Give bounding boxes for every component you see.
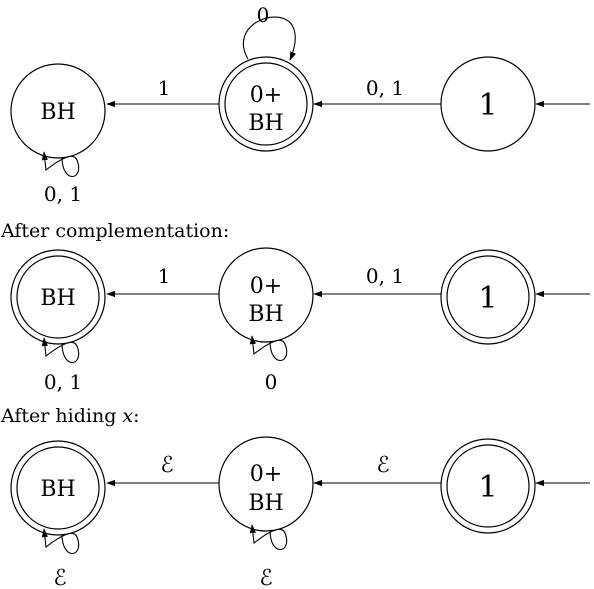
loop-left: [41, 151, 80, 177]
state-zero-plus-bh: [218, 436, 314, 532]
state-zero-plus-bh-label-line1: 0+: [250, 462, 282, 487]
loop-left-label: ℰ: [53, 566, 66, 589]
state-one-label: 1: [478, 88, 497, 123]
state-zero-plus-bh-label-line2: BH: [248, 491, 283, 516]
loop-middle: [242, 16, 297, 61]
state-zero-plus-bh-label-line1: 0+: [250, 83, 282, 108]
state-bh-label: BH: [40, 286, 75, 311]
edge-middle-to-left-label: ℰ: [160, 453, 173, 478]
loop-middle: [249, 524, 288, 550]
loop-left-label: 0, 1: [44, 182, 82, 206]
caption-hiding-suffix: :: [133, 405, 139, 427]
state-one-inner: [446, 444, 530, 528]
state-zero-plus-bh-inner: [224, 62, 308, 146]
caption-complementation: After complementation:: [0, 220, 229, 242]
caption-hiding-prefix: After hiding: [0, 405, 122, 427]
loop-middle: [249, 335, 288, 361]
edge-middle-to-left-label: 1: [158, 264, 171, 288]
section-complemented-automaton: After complementation: BH 0+ BH 1 0, 1 1…: [0, 220, 590, 394]
edge-right-to-middle-label: ℰ: [376, 453, 389, 478]
edge-right-to-middle-label: 0, 1: [366, 264, 404, 288]
state-bh-inner: [16, 255, 100, 339]
edge-middle-to-left-label: 1: [158, 76, 171, 100]
loop-left-label: 0, 1: [44, 370, 82, 394]
state-one-label: 1: [478, 470, 497, 505]
state-zero-plus-bh: [218, 247, 314, 343]
loop-middle-label: 0: [257, 3, 270, 27]
section-original-automaton: BH 0+ BH 1 0, 1 1 0 0, 1: [10, 3, 590, 206]
state-bh-label: BH: [40, 477, 75, 502]
loop-left: [41, 337, 80, 363]
state-one-label: 1: [478, 281, 497, 316]
caption-hiding-var: x: [122, 405, 133, 427]
state-one-inner: [446, 255, 530, 339]
loop-middle-label: 0: [265, 370, 278, 394]
section-hidden-automaton: After hiding x: BH 0+ BH 1 ℰ ℰ ℰ ℰ: [0, 405, 590, 589]
state-zero-plus-bh-label-line2: BH: [248, 111, 283, 136]
edge-right-to-middle-label: 0, 1: [366, 76, 404, 100]
state-bh: [10, 63, 106, 159]
loop-middle-label: ℰ: [259, 566, 272, 589]
state-bh-inner: [16, 446, 100, 530]
caption-hiding: After hiding x:: [0, 405, 140, 427]
state-zero-plus-bh-label-line1: 0+: [250, 274, 282, 299]
state-bh-label: BH: [40, 100, 75, 125]
loop-left: [41, 528, 80, 554]
state-zero-plus-bh-label-line2: BH: [248, 302, 283, 327]
